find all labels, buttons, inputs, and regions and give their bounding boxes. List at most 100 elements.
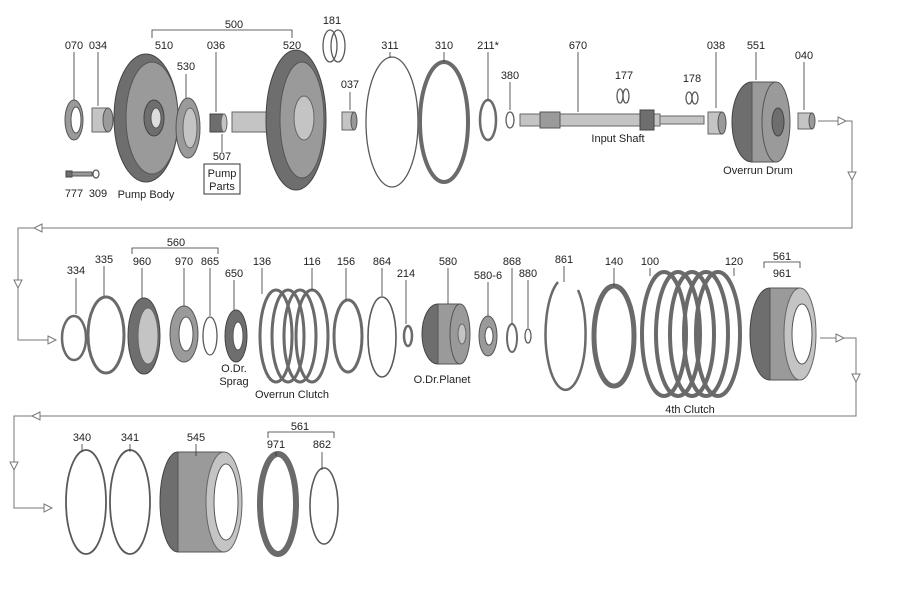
flow-arrow-icon xyxy=(847,171,857,182)
callout-140: 140 xyxy=(605,256,623,268)
part-116-overrun-clutch-plates xyxy=(258,288,330,384)
part-670-input-shaft xyxy=(519,109,705,131)
part-650-od-sprag xyxy=(224,309,248,363)
callout-960: 960 xyxy=(133,256,151,268)
part-100-120-4th-clutch-plates xyxy=(640,270,742,398)
callout-177: 177 xyxy=(615,70,633,82)
part-334-ring xyxy=(60,314,88,362)
callout-880: 880 xyxy=(519,268,537,280)
callout-530: 530 xyxy=(177,61,195,73)
callout-116: 116 xyxy=(303,256,321,268)
pump-parts-box xyxy=(203,163,241,195)
callout-311: 311 xyxy=(381,40,399,52)
part-380-ring xyxy=(505,111,515,129)
callout-040: 040 xyxy=(795,50,813,62)
callout-211: 211* xyxy=(477,40,500,52)
callout-864: 864 xyxy=(373,256,391,268)
part-177-rings xyxy=(616,88,630,104)
caption-od-sprag-line1: O.Dr. xyxy=(221,363,247,375)
callout-580-6: 580-6 xyxy=(474,270,502,282)
callout-561-row3: 561 xyxy=(291,421,309,433)
callout-580: 580 xyxy=(439,256,457,268)
callout-560: 560 xyxy=(167,237,185,249)
part-309-washer xyxy=(92,169,100,179)
part-777-bolt xyxy=(65,170,93,178)
caption-od-planet: O.Dr.Planet xyxy=(414,374,471,386)
callout-309: 309 xyxy=(89,188,107,200)
part-214-washer xyxy=(402,324,414,348)
part-864-ring xyxy=(367,296,397,378)
callout-034: 034 xyxy=(89,40,107,52)
part-341-ring xyxy=(109,449,151,555)
part-070-seal xyxy=(64,99,84,141)
flow-arrow-icon xyxy=(30,411,41,421)
callout-341: 341 xyxy=(121,432,139,444)
callout-545: 545 xyxy=(187,432,205,444)
part-865-ring xyxy=(202,316,218,356)
callout-777: 777 xyxy=(65,188,83,200)
part-211-ring xyxy=(478,98,498,142)
part-580-6-thrust-plate xyxy=(478,315,498,357)
flow-arrow-icon xyxy=(47,335,58,345)
part-034-bushing xyxy=(91,107,114,133)
flow-arrow-icon xyxy=(851,373,861,384)
callout-037: 037 xyxy=(341,79,359,91)
callout-120: 120 xyxy=(725,256,743,268)
callout-334: 334 xyxy=(67,265,85,277)
callout-561-row2: 561 xyxy=(773,251,791,263)
part-961-piston xyxy=(749,287,817,381)
part-181-seal-rings xyxy=(322,29,346,63)
part-140-pressure-plate xyxy=(591,283,637,389)
assembly-flow-lines xyxy=(9,116,861,513)
part-156-plate xyxy=(332,298,364,374)
flow-arrow-icon xyxy=(835,333,846,343)
flow-arrow-icon xyxy=(9,461,19,472)
callout-310: 310 xyxy=(435,40,453,52)
leader-lines-row1 xyxy=(73,29,805,152)
part-545-clutch-housing xyxy=(159,451,243,553)
part-178-rings xyxy=(685,91,699,105)
part-862-ring xyxy=(309,467,339,545)
part-510-pump-body xyxy=(113,53,179,183)
leader-lines-row3 xyxy=(81,431,335,470)
part-530-pump-gear xyxy=(175,97,201,159)
callout-178: 178 xyxy=(683,73,701,85)
callout-971: 971 xyxy=(267,439,285,451)
callout-861: 861 xyxy=(555,254,573,266)
part-960-piston xyxy=(127,297,161,375)
callout-970: 970 xyxy=(175,256,193,268)
caption-4th-clutch: 4th Clutch xyxy=(665,404,715,416)
callout-340: 340 xyxy=(73,432,91,444)
part-520-pump-cover xyxy=(231,49,327,191)
callout-181: 181 xyxy=(323,15,341,27)
callout-862: 862 xyxy=(313,439,331,451)
part-971-plate xyxy=(257,451,299,557)
flow-arrow-icon xyxy=(13,279,23,290)
callout-520: 520 xyxy=(283,40,301,52)
callout-961: 961 xyxy=(773,268,791,280)
callout-380: 380 xyxy=(501,70,519,82)
callout-650: 650 xyxy=(225,268,243,280)
callout-551: 551 xyxy=(747,40,765,52)
leader-lines-row2 xyxy=(75,247,801,328)
callout-865: 865 xyxy=(201,256,219,268)
callout-100: 100 xyxy=(641,256,659,268)
part-868-ring xyxy=(506,323,518,353)
flow-arrow-icon xyxy=(32,223,43,233)
flow-arrow-icon xyxy=(837,116,848,126)
caption-input-shaft: Input Shaft xyxy=(591,133,644,145)
callout-214: 214 xyxy=(397,268,415,280)
part-036-bushing xyxy=(209,113,228,133)
caption-overrun-drum: Overrun Drum xyxy=(723,165,793,177)
part-580-od-planet xyxy=(421,303,471,365)
callout-136: 136 xyxy=(253,256,271,268)
part-340-ring xyxy=(65,449,107,555)
part-310-gasket xyxy=(418,60,470,184)
flow-arrow-icon xyxy=(43,503,54,513)
caption-pump-body: Pump Body xyxy=(118,189,175,201)
callout-500: 500 xyxy=(225,19,243,31)
caption-overrun-clutch: Overrun Clutch xyxy=(255,389,329,401)
callout-510: 510 xyxy=(155,40,173,52)
part-038-bushing xyxy=(707,111,727,135)
